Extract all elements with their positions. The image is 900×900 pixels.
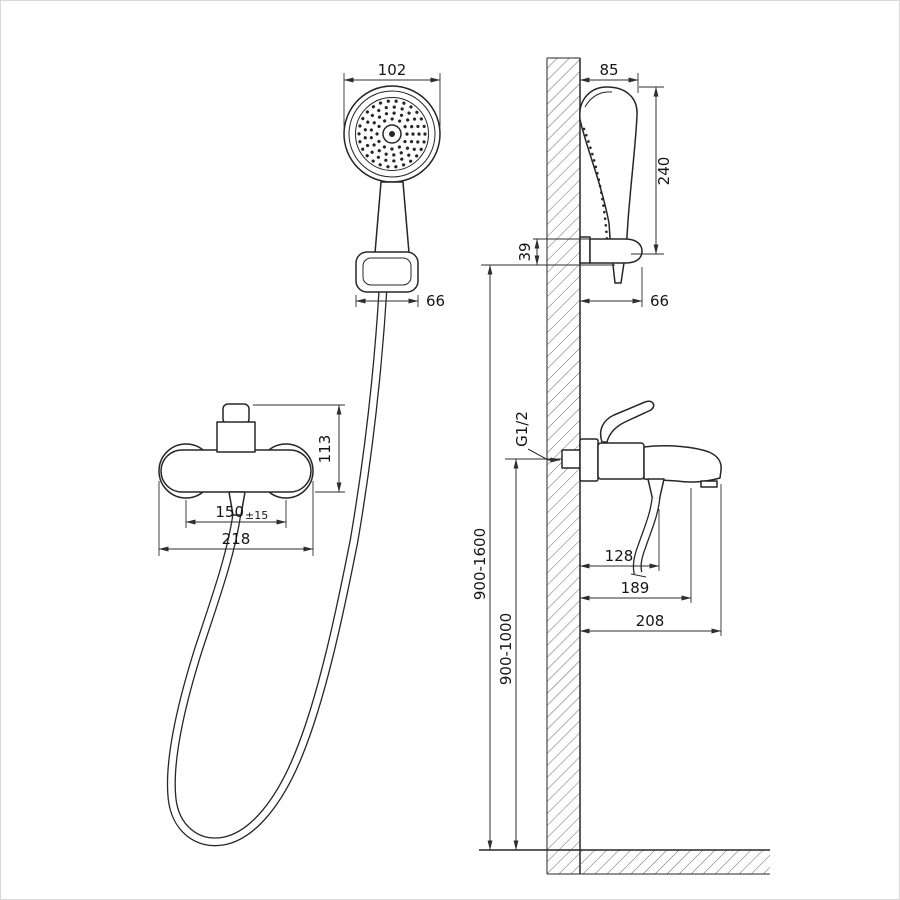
mixer-lever-side [599,400,655,443]
mixer-side [561,400,722,578]
dim-label-body-height: 113 [316,435,334,464]
hose-outlet-cone-side [647,478,665,502]
shower-hose [166,288,388,847]
mixer-flange-side [579,438,599,482]
dim-label-holder-drop: 39 [516,242,534,261]
dim-bracket-install-height: 900-1600 [471,264,615,851]
dim-overall-width: 218 [158,481,314,556]
dim-label-center-distance: 150 [215,503,244,521]
dim-label-overall-width: 218 [222,530,251,548]
wall-bracket-front [355,251,419,293]
dim-label-aerator-reach: 189 [621,579,650,597]
dim-label-spout-reach: 208 [636,612,665,630]
dim-label-head-width: 102 [378,61,407,79]
thread-label: G1/2 [513,411,531,447]
dim-body-height: 113 [253,404,345,493]
mixer-front [158,403,314,516]
spout-side [643,445,722,483]
hose-stub-side [630,497,661,578]
dim-label-holder-width: 66 [426,292,445,310]
front-view: 102 66 113 150 ±15 218 [158,61,445,847]
aerator [700,480,718,488]
mixer-body-side [597,442,645,480]
floor-section [479,849,770,875]
shower-handle-front [374,181,410,254]
dim-label-head-depth: 85 [599,61,618,79]
mixer-column [216,421,256,453]
dim-head-depth: 85 [579,61,639,93]
dim-label-center-tolerance: ±15 [245,509,268,522]
shower-head-side [579,86,638,254]
dim-mixer-install-height: 900-1000 [497,458,562,851]
hose-outlet-cone-front [228,491,246,516]
wall-connector-g12 [561,449,581,469]
dim-hose-outlet-reach: 128 [579,509,660,571]
dim-spout-reach: 208 [579,484,722,636]
shower-head-front [343,85,441,183]
dim-aerator-reach: 189 [579,488,692,603]
dim-holder-width: 66 [355,292,445,310]
dim-head-width: 102 [343,61,441,127]
dim-label-mixer-install-height: 900-1000 [497,613,515,685]
dim-center-distance: 150 ±15 [185,500,287,528]
thread-callout: G1/2 [513,411,561,463]
diverter-knob [222,403,250,425]
dim-label-head-length: 240 [655,157,673,186]
side-view: 85 240 39 66 G1/2 12 [471,57,770,875]
dim-holder-drop: 39 [516,238,601,266]
mixer-body-front [160,449,312,493]
dim-label-hose-outlet-reach: 128 [605,547,634,565]
dim-head-length: 240 [631,86,673,255]
dim-holder-reach: 66 [579,267,669,310]
dim-label-holder-reach: 66 [650,292,669,310]
dim-label-bracket-install-height: 900-1600 [471,528,489,600]
wall-bracket-side [579,236,643,284]
